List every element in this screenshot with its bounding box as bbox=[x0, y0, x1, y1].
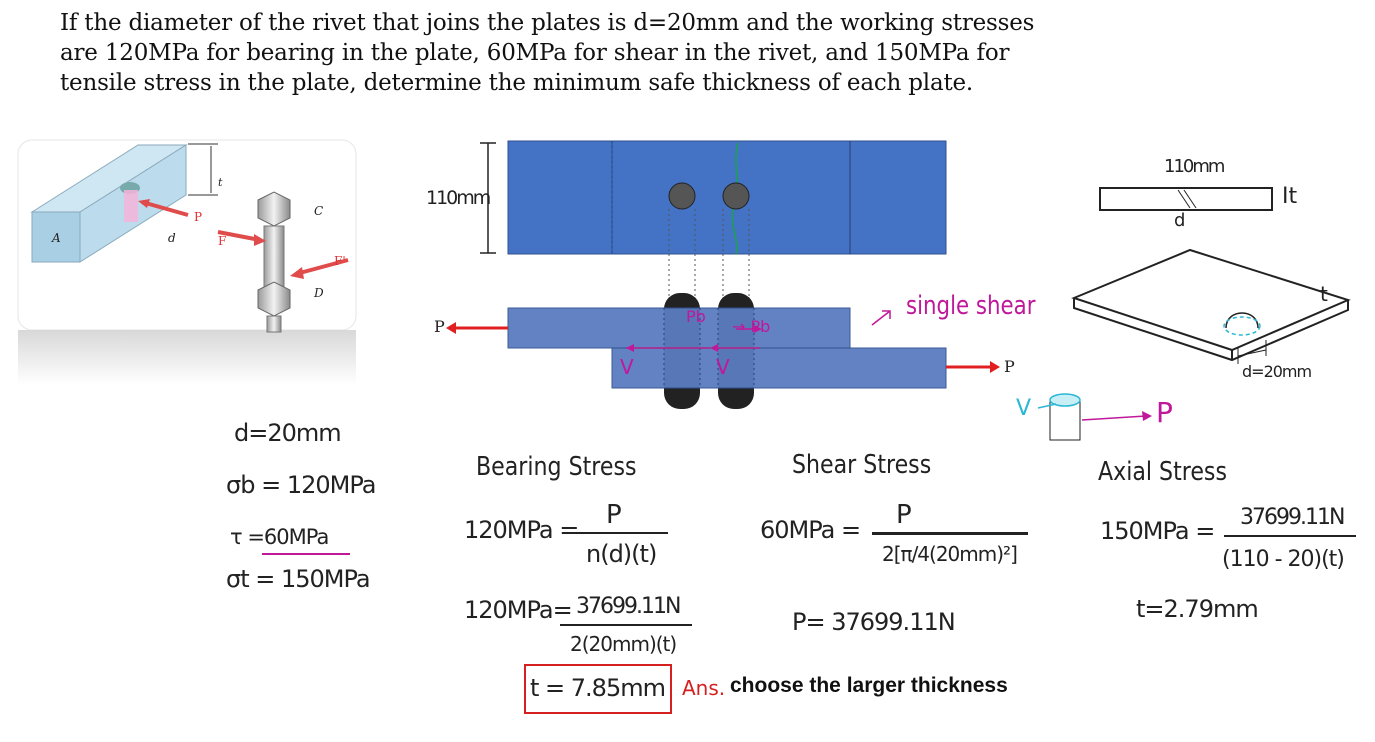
given-tau: τ =60MPa bbox=[230, 525, 329, 549]
single-shear-label: single shear bbox=[906, 291, 1036, 321]
force-p-right: P bbox=[1004, 357, 1015, 376]
axial-title: Axial Stress bbox=[1098, 457, 1227, 487]
label-f: F bbox=[218, 234, 227, 248]
given-sigma-t: σt = 150MPa bbox=[226, 565, 371, 593]
axial-lhs: 150MPa = bbox=[1100, 517, 1215, 545]
bearing-lhs1: 120MPa = bbox=[464, 516, 579, 544]
bearing-title: Bearing Stress bbox=[476, 452, 637, 482]
bearing-ans-tag: Ans. bbox=[682, 676, 726, 700]
shear-lhs: 60MPa = bbox=[760, 516, 861, 544]
iso-d-20: d=20mm bbox=[1242, 362, 1312, 381]
answer-box bbox=[524, 664, 672, 714]
v-left-label: V bbox=[620, 355, 634, 379]
label-a: A bbox=[52, 231, 61, 245]
dim-110-label: 110mm bbox=[426, 187, 491, 209]
label-f-prime: F' bbox=[334, 254, 346, 268]
iso-sketch-svg bbox=[1037, 187, 1351, 441]
axial-frac bbox=[1224, 535, 1356, 537]
iso-t-top: It bbox=[1282, 184, 1298, 209]
bearing-den2: 2(20mm)(t) bbox=[570, 632, 677, 656]
shear-result: P= 37699.11N bbox=[792, 608, 956, 636]
iso-d-top: d bbox=[1174, 210, 1186, 231]
textbook-figure-svg bbox=[17, 139, 357, 385]
problem-statement: If the diameter of the rivet that joins … bbox=[60, 10, 1035, 96]
iso-sketch: 110mm It d t d=20mm V P bbox=[1010, 150, 1365, 441]
iso-t-side: t bbox=[1320, 282, 1328, 306]
label-t: t bbox=[218, 176, 223, 189]
bearing-num2: 37699.11N bbox=[576, 594, 681, 619]
larger-thickness-note: choose the larger thickness bbox=[730, 674, 1008, 697]
iso-p-label: P bbox=[1156, 396, 1173, 429]
textbook-figure: A P F C D F' t d bbox=[17, 139, 357, 385]
v-right-label: V bbox=[716, 355, 730, 379]
plate-diagram-svg bbox=[446, 140, 1000, 409]
shear-den: 2[π/4(20mm)²] bbox=[882, 542, 1018, 566]
shear-section: Shear Stress 60MPa = P 2[π/4(20mm)²] P= … bbox=[758, 448, 1048, 648]
given-tau-underline bbox=[262, 553, 350, 555]
label-d-hole: d bbox=[168, 231, 176, 245]
bearing-lhs2: 120MPa= bbox=[464, 596, 573, 624]
bearing-num1: P bbox=[606, 500, 622, 530]
iso-dim-110: 110mm bbox=[1164, 156, 1225, 177]
bearing-frac1 bbox=[574, 532, 668, 534]
force-p-left: P bbox=[434, 317, 445, 336]
axial-num: 37699.11N bbox=[1240, 505, 1345, 530]
axial-den: (110 - 20)(t) bbox=[1222, 547, 1345, 572]
given-values: d=20mm σb = 120MPa τ =60MPa σt = 150MPa bbox=[222, 415, 422, 605]
bearing-frac2 bbox=[560, 624, 692, 626]
axial-section: Axial Stress 150MPa = 37699.11N (110 - 2… bbox=[1096, 455, 1371, 645]
bearing-den1: n(d)(t) bbox=[586, 540, 657, 568]
bearing-answer: t = 7.85mm bbox=[530, 674, 666, 702]
label-p: P bbox=[194, 210, 203, 224]
given-d: d=20mm bbox=[234, 419, 342, 447]
plate-diagram: 110mm P P Pb → Pb V V single shear bbox=[420, 135, 1100, 415]
shear-frac bbox=[872, 532, 1028, 535]
bearing-section: Bearing Stress 120MPa = P n(d)(t) 120MPa… bbox=[462, 448, 762, 718]
iso-v-label: V bbox=[1016, 396, 1032, 421]
axial-result: t=2.79mm bbox=[1136, 595, 1259, 623]
label-c: C bbox=[314, 204, 324, 218]
given-sigma-b: σb = 120MPa bbox=[226, 471, 376, 499]
pb-left-label: Pb bbox=[686, 307, 706, 326]
shear-title: Shear Stress bbox=[792, 450, 932, 480]
shear-num: P bbox=[896, 500, 912, 530]
pb-right-label: → Pb bbox=[732, 317, 771, 336]
label-d-bolt: D bbox=[314, 286, 324, 300]
